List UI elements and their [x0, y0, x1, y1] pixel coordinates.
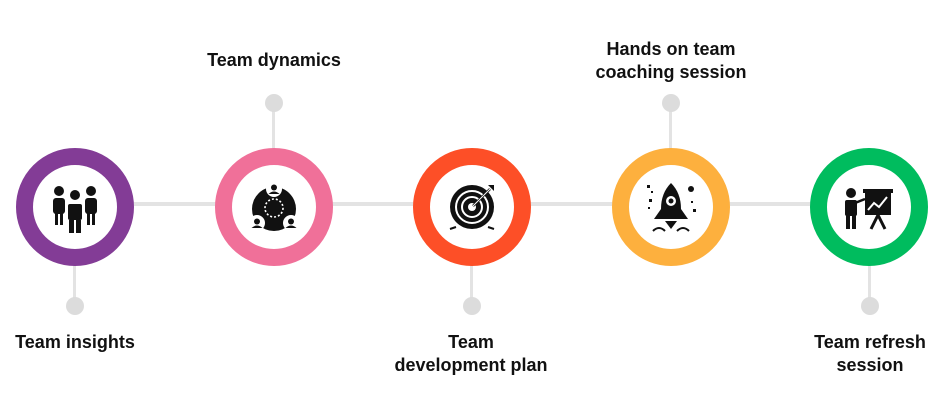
team-network-icon: [249, 181, 299, 231]
stem-3: [470, 258, 473, 306]
stem-dot-4: [662, 94, 680, 112]
step-5-circle: [810, 148, 928, 266]
target-icon: [449, 185, 495, 230]
step-4-circle: [612, 148, 730, 266]
stem-dot-3: [463, 297, 481, 315]
step-3-circle: [413, 148, 531, 266]
stem-5: [868, 258, 871, 306]
stem-1: [73, 258, 76, 306]
step-4-label: Hands on team coaching session: [595, 39, 747, 82]
presentation-icon: [845, 188, 893, 230]
step-1-circle: [16, 148, 134, 266]
step-3-label: Team development plan: [394, 332, 548, 375]
step-2-label: Team dynamics: [207, 50, 341, 70]
stem-4: [669, 104, 672, 154]
stem-2: [272, 104, 275, 154]
stem-dot-2: [265, 94, 283, 112]
team-group-icon: [53, 186, 97, 233]
step-5-label: Team refresh session: [814, 332, 926, 375]
step-2-circle: [215, 148, 333, 266]
step-1-label: Team insights: [15, 332, 135, 352]
stem-dot-1: [66, 297, 84, 315]
rocket-icon: [647, 183, 696, 232]
stem-dot-5: [861, 297, 879, 315]
